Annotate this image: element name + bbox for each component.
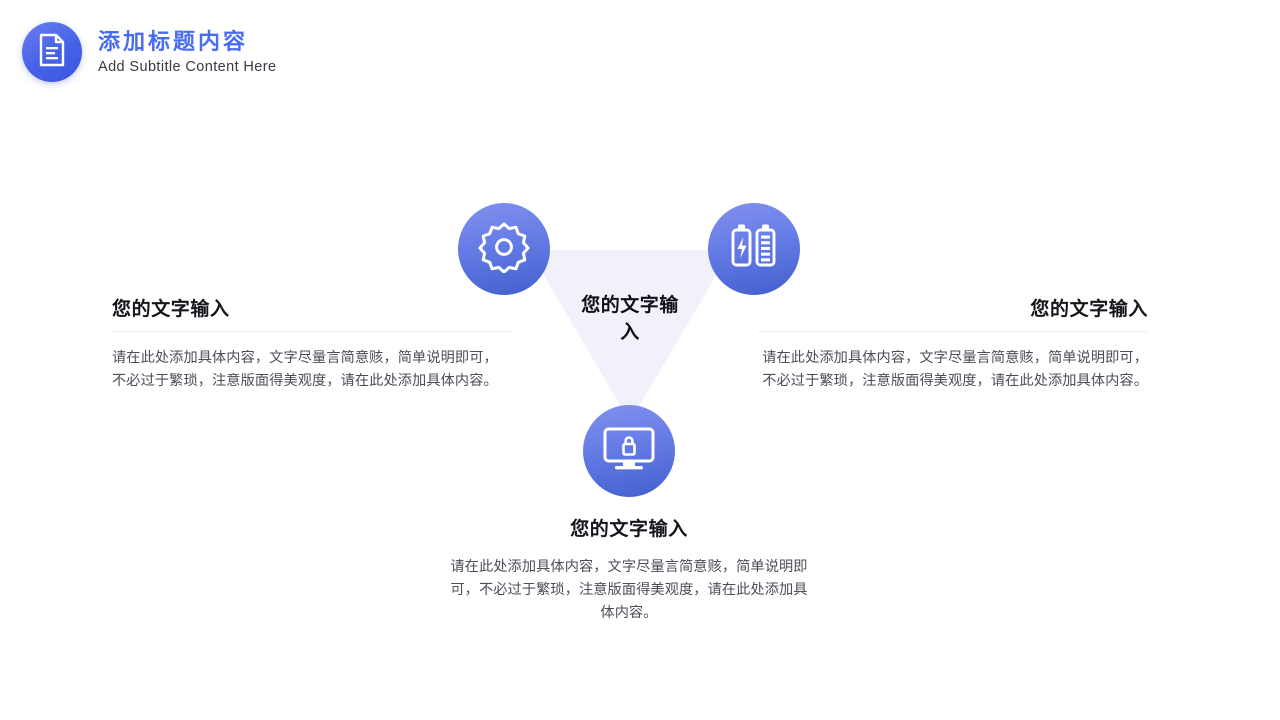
block-body: 请在此处添加具体内容，文字尽量言简意赅，简单说明即可，不必过于繁琐，注意版面得美… bbox=[450, 558, 808, 621]
header-text-group: 添加标题内容 Add Subtitle Content Here bbox=[98, 29, 276, 74]
content-block-right: 您的文字输入 请在此处添加具体内容，文字尽量言简意赅，简单说明即可，不必过于繁琐… bbox=[758, 298, 1148, 393]
slide-header: 添加标题内容 Add Subtitle Content Here bbox=[22, 22, 276, 82]
center-label: 您的文字输入 bbox=[581, 295, 679, 343]
logo-badge bbox=[22, 22, 82, 82]
block-body: 请在此处添加具体内容，文字尽量言简意赅，简单说明即可，不必过于繁琐，注意版面得美… bbox=[112, 349, 498, 389]
block-title: 您的文字输入 bbox=[570, 519, 688, 540]
block-divider bbox=[112, 330, 512, 332]
document-icon bbox=[37, 33, 67, 72]
battery-icon bbox=[729, 221, 779, 278]
content-block-left: 您的文字输入 请在此处添加具体内容，文字尽量言简意赅，简单说明即可，不必过于繁琐… bbox=[112, 298, 512, 393]
node-icon-left[interactable] bbox=[458, 203, 550, 295]
content-block-bottom: 您的文字输入 请在此处添加具体内容，文字尽量言简意赅，简单说明即可，不必过于繁琐… bbox=[448, 518, 810, 625]
arc-band-dark bbox=[0, 350, 400, 720]
gear-sun-icon bbox=[478, 221, 530, 278]
page-subtitle: Add Subtitle Content Here bbox=[98, 58, 277, 75]
block-body: 请在此处添加具体内容，文字尽量言简意赅，简单说明即可，不必过于繁琐，注意版面得美… bbox=[762, 349, 1148, 389]
block-divider bbox=[758, 330, 1148, 332]
monitor-lock-icon bbox=[602, 425, 656, 478]
block-title: 您的文字输入 bbox=[1030, 299, 1148, 320]
arc-mask bbox=[724, 0, 1280, 518]
node-icon-bottom[interactable] bbox=[583, 405, 675, 497]
center-triangle-shape bbox=[529, 250, 731, 422]
page-title: 添加标题内容 bbox=[98, 29, 249, 55]
block-title: 您的文字输入 bbox=[112, 299, 230, 320]
node-icon-right[interactable] bbox=[708, 203, 800, 295]
